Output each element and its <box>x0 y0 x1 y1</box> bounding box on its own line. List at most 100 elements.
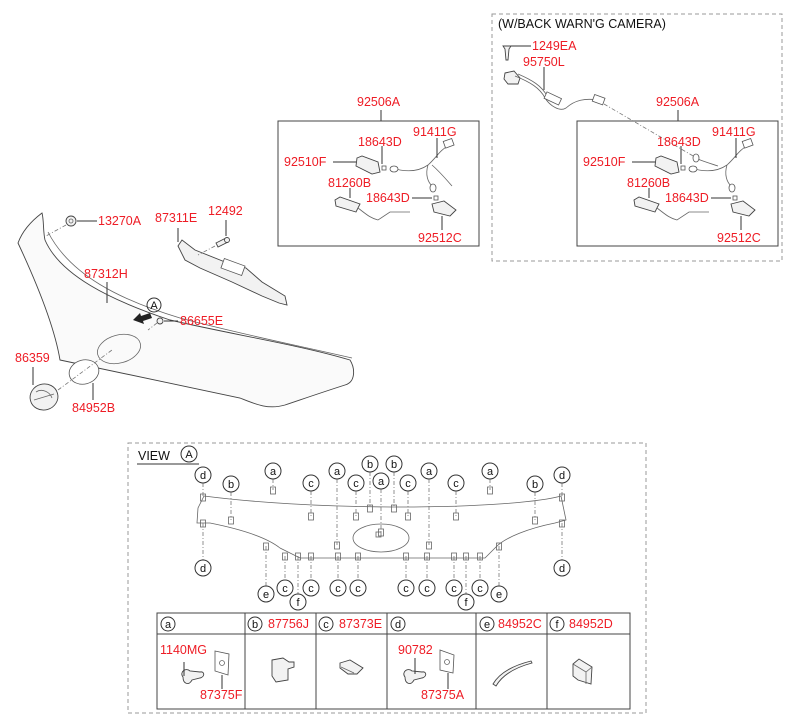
bottom-callout-letter: c <box>282 583 288 595</box>
label-87311E: 87311E <box>155 211 197 225</box>
label-camera-18643D-top: 18643D <box>657 135 701 149</box>
legend-key-f: f <box>555 619 559 631</box>
clip-mark <box>228 516 234 525</box>
top-callout-circle <box>385 455 403 473</box>
legend-d-part-1: 90782 <box>398 643 433 657</box>
label-92510F: 92510F <box>284 155 327 169</box>
bottom-callout-letter: c <box>451 583 457 595</box>
bottom-callout-circle <box>445 579 463 597</box>
label-87312H: 87312H <box>84 267 128 281</box>
clip-mark <box>532 516 538 525</box>
bottom-callout-circle <box>553 559 571 577</box>
bottom-callout-circle <box>257 585 275 603</box>
emblem-tape-part <box>68 359 100 385</box>
view-a-marker-text: A <box>150 300 158 312</box>
bottom-callout-circle <box>329 579 347 597</box>
label-camera-92506A: 92506A <box>656 95 700 109</box>
label-92506A: 92506A <box>357 95 401 109</box>
bottom-callout-circle <box>471 579 489 597</box>
top-callout-circle <box>420 462 438 480</box>
lamp-group-left: 92506A 92510F 18643D 91411G 81260B 18643… <box>277 95 480 247</box>
legend-d-part-2: 87375A <box>421 688 465 702</box>
label-18643D-bottom: 18643D <box>366 191 410 205</box>
top-callout-letter: b <box>532 479 538 491</box>
label-12492: 12492 <box>208 204 243 218</box>
bottom-callout-circle <box>276 579 294 597</box>
view-arrow-icon <box>133 313 152 324</box>
emblem-recess <box>97 333 141 365</box>
bottom-callout-circle <box>397 579 415 597</box>
label-camera-92512C: 92512C <box>717 231 761 245</box>
top-callout-circle <box>553 466 571 484</box>
label-91411G: 91411G <box>413 125 457 139</box>
bottom-callout-letter: e <box>496 589 502 601</box>
view-a-title: VIEW <box>138 449 170 463</box>
bottom-callout-letter: e <box>263 589 269 601</box>
bottom-callout-circle <box>490 585 508 603</box>
bottom-callout-circle <box>289 593 307 611</box>
label-camera-81260B: 81260B <box>627 176 670 190</box>
bottom-callout-letter: c <box>424 583 430 595</box>
bottom-callout-letter: f <box>296 597 300 609</box>
grommet-part <box>65 215 77 227</box>
view-a-box <box>127 442 647 714</box>
top-callout-circle <box>222 475 240 493</box>
legend-table: a 1140MG 87375F b 87756J c 87373E d 9078… <box>156 612 631 710</box>
camera-group: (W/BACK WARN'G CAMERA) 1249EA 95750L 925… <box>491 13 783 262</box>
top-callout-letter: b <box>367 459 373 471</box>
legend-key-a: a <box>165 619 172 631</box>
top-callout-circle <box>347 474 365 492</box>
bottom-callout-circle <box>457 593 475 611</box>
label-81260B: 81260B <box>328 176 371 190</box>
camera-group-box <box>491 13 783 262</box>
top-callout-circle <box>328 462 346 480</box>
top-callout-circle <box>302 474 320 492</box>
top-callout-circle <box>194 466 212 484</box>
clip-mark <box>353 512 359 521</box>
top-callout-circle <box>264 462 282 480</box>
label-1249EA: 1249EA <box>532 39 577 53</box>
camera-lamp-group-box <box>576 120 779 247</box>
camera-part <box>503 70 521 85</box>
top-callout-circle <box>526 475 544 493</box>
top-callout-circle <box>447 474 465 492</box>
legend-f-part-1: 84952D <box>569 617 613 631</box>
lamp-lens-part <box>334 196 361 213</box>
label-18643D-top: 18643D <box>358 135 402 149</box>
top-callout-letter: c <box>308 478 314 490</box>
clip-mark <box>270 486 276 495</box>
garnish-inner-outline <box>196 495 567 559</box>
view-a-marker <box>146 297 162 313</box>
top-callout-letter: a <box>334 466 341 478</box>
legend-e-part-1: 84952C <box>498 617 542 631</box>
tail-gate-garnish <box>17 212 354 408</box>
camera-group-title: (W/BACK WARN'G CAMERA) <box>498 17 666 31</box>
bottom-callout-circle <box>302 579 320 597</box>
label-92512C: 92512C <box>418 231 462 245</box>
top-callout-letter: a <box>270 466 277 478</box>
top-callout-letter: a <box>378 476 385 488</box>
bottom-callout-letter: c <box>355 583 361 595</box>
top-callout-letter: d <box>559 470 565 482</box>
top-callout-letter: d <box>200 470 206 482</box>
legend-a-part-2: 87375F <box>200 688 243 702</box>
main-assembly: 13270A 87311E 12492 87312H A 86655E 8635… <box>15 204 354 415</box>
legend-key-c: c <box>323 619 329 631</box>
legend-a-part-1: 1140MG <box>160 643 207 657</box>
top-callout-letter: b <box>228 479 234 491</box>
top-callout-letter: a <box>426 466 433 478</box>
legend-key-b: b <box>252 619 258 631</box>
legend-key-d: d <box>395 619 401 631</box>
bottom-callout-letter: c <box>308 583 314 595</box>
nut-part <box>156 317 164 325</box>
harness-part <box>391 145 453 187</box>
label-camera-92510F: 92510F <box>583 155 626 169</box>
lamp-right-part <box>431 200 457 217</box>
clip-mark <box>308 512 314 521</box>
legend-key-e: e <box>484 619 490 631</box>
view-a-title-marker: A <box>185 449 193 461</box>
bottom-callout-letter: f <box>464 597 468 609</box>
bottom-callout-circle <box>194 559 212 577</box>
clip-mark <box>453 512 459 521</box>
